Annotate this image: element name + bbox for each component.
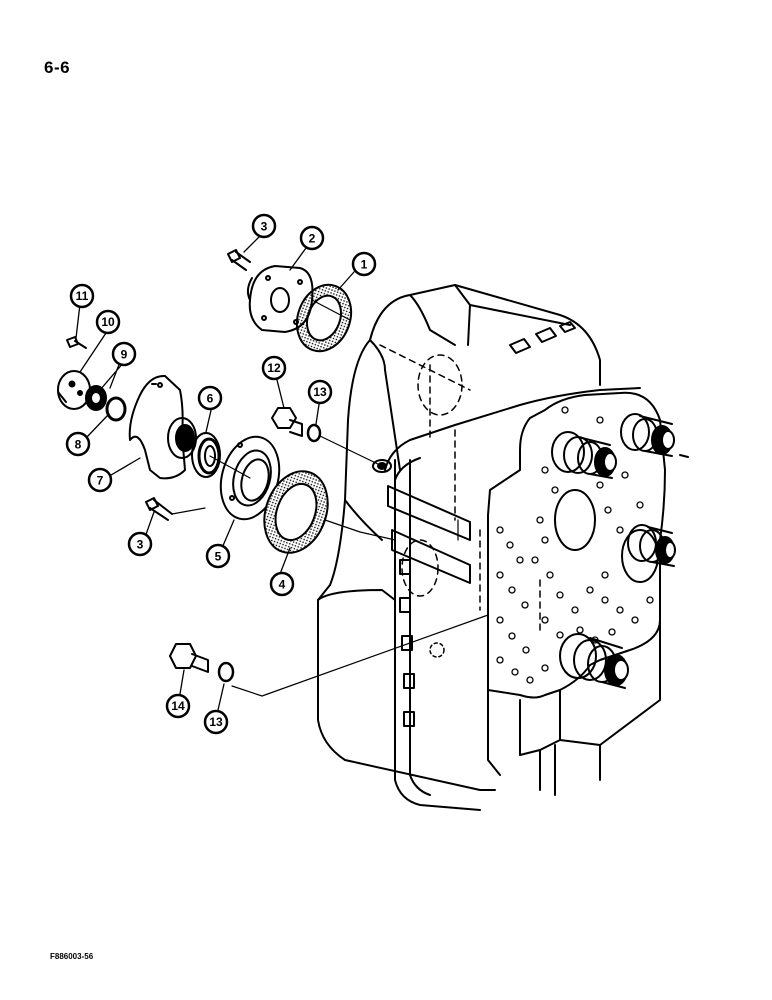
- part-14-drain-plug: [169, 643, 209, 673]
- callout-3-lower-label: 3: [137, 538, 144, 552]
- callout-10: 10: [95, 309, 121, 335]
- output-shaft-upper-left: [551, 431, 617, 479]
- callout-8-label: 8: [75, 438, 82, 452]
- callout-14: 14: [165, 693, 191, 719]
- callout-3-upper-label: 3: [261, 220, 268, 234]
- figure-code: F886003-56: [50, 952, 94, 961]
- part-3-bolt-upper: [227, 249, 251, 271]
- callout-9-label: 9: [121, 348, 128, 362]
- rear-cover-plate: [487, 391, 666, 796]
- part-13-washer-upper: [306, 423, 322, 443]
- callout-4-label: 4: [279, 578, 286, 592]
- callout-1: 1: [351, 251, 377, 277]
- output-shaft-upper-right: [620, 413, 689, 458]
- callout-13-lower-label: 13: [209, 715, 223, 729]
- callout-7-label: 7: [97, 474, 104, 488]
- callout-8: 8: [65, 431, 91, 457]
- callout-12-label: 12: [267, 361, 281, 375]
- leader-lines: [75, 235, 355, 711]
- part-6-seal: [191, 432, 221, 478]
- callout-12: 12: [261, 355, 287, 381]
- callout-1-label: 1: [361, 258, 368, 272]
- callout-13-upper: 13: [307, 379, 333, 405]
- callout-2: 2: [299, 225, 325, 251]
- callout-13-upper-label: 13: [313, 385, 327, 399]
- part-7-yoke: [128, 374, 197, 480]
- callout-4: 4: [269, 571, 295, 597]
- part-13-washer-lower: [217, 661, 235, 683]
- callout-11-label: 11: [76, 289, 89, 303]
- output-shaft-lower: [559, 633, 629, 689]
- part-10-retainer: [57, 370, 91, 410]
- callout-3-upper: 3: [251, 213, 277, 239]
- output-shaft-middle: [627, 524, 676, 567]
- part-4-gasket: [263, 470, 329, 554]
- callout-14-label: 14: [171, 699, 185, 713]
- callout-10-label: 10: [101, 315, 115, 329]
- part-8-o-ring: [105, 396, 127, 422]
- callout-13-lower: 13: [203, 709, 229, 735]
- part-11-screw: [66, 336, 87, 349]
- assembly-lines: [171, 299, 489, 697]
- callout-5: 5: [205, 543, 231, 569]
- part-12-plug: [271, 407, 303, 437]
- callout-7: 7: [87, 467, 113, 493]
- part-2-cover: [246, 265, 314, 333]
- callout-3-lower: 3: [127, 531, 153, 557]
- page-number: 6-6: [44, 58, 71, 77]
- part-9-nut: [85, 385, 107, 411]
- part-3-bolt-lower: [145, 497, 173, 521]
- callout-2-label: 2: [309, 232, 316, 246]
- part-1-gasket: [295, 283, 353, 353]
- callout-5-label: 5: [215, 550, 222, 564]
- callout-6-label: 6: [207, 392, 214, 406]
- callout-11: 11: [69, 283, 95, 309]
- callout-6: 6: [197, 385, 223, 411]
- transmission-housing: [317, 284, 641, 811]
- callout-9: 9: [111, 341, 137, 367]
